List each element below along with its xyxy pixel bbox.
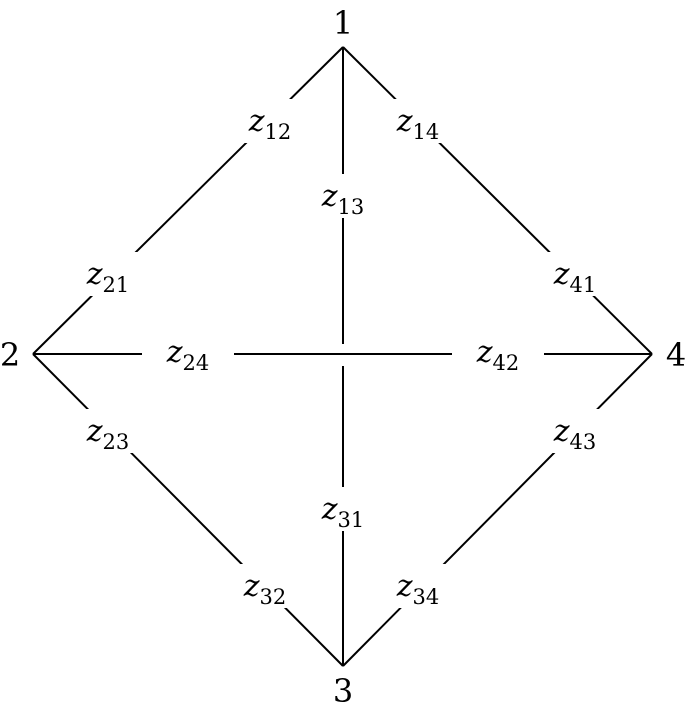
edge-label-z23: z23 — [86, 414, 130, 454]
node-label-4: 4 — [666, 336, 685, 374]
edge-label-subscript: 31 — [338, 508, 365, 532]
edge-label-variable: z — [248, 104, 265, 139]
edge-1-2 — [32, 46, 344, 355]
edge-label-z32: z32 — [243, 569, 287, 609]
edge-label-variable: z — [321, 492, 338, 527]
node-label-3: 3 — [333, 672, 353, 710]
edge-label-z41: z41 — [553, 257, 597, 297]
edge-label-subscript: 32 — [260, 585, 287, 609]
edge-label-z14: z14 — [396, 104, 440, 144]
edge-label-z13: z13 — [321, 179, 365, 219]
edge-label-variable: z — [86, 414, 103, 449]
edge-label-variable: z — [86, 257, 103, 292]
edge-label-subscript: 23 — [103, 430, 130, 454]
node-label-1: 1 — [333, 4, 353, 42]
edge-label-z21: z21 — [86, 257, 130, 297]
edge-label-z31: z31 — [321, 492, 365, 532]
edge-label-subscript: 43 — [570, 430, 597, 454]
edge-label-z42: z42 — [476, 335, 520, 375]
edge-label-subscript: 12 — [265, 120, 292, 144]
edge-label-subscript: 42 — [493, 351, 520, 375]
edge-label-variable: z — [553, 257, 570, 292]
edge-label-subscript: 41 — [570, 273, 597, 297]
edge-label-variable: z — [396, 104, 413, 139]
edge-label-z12: z12 — [248, 104, 292, 144]
edge-label-variable: z — [553, 414, 570, 449]
edge-2-3 — [32, 353, 344, 667]
edge-label-variable: z — [476, 335, 493, 370]
node-label-2: 2 — [0, 336, 20, 374]
edge-label-subscript: 13 — [338, 195, 365, 219]
edge-label-z24: z24 — [166, 335, 210, 375]
edge-label-subscript: 21 — [103, 273, 130, 297]
edge-label-subscript: 34 — [413, 585, 440, 609]
edges-layer — [32, 46, 653, 667]
edge-label-subscript: 24 — [183, 351, 210, 375]
edge-label-variable: z — [396, 569, 413, 604]
edge-label-z34: z34 — [396, 569, 440, 609]
edge-label-variable: z — [243, 569, 260, 604]
edge-label-subscript: 14 — [413, 120, 440, 144]
edge-label-z43: z43 — [553, 414, 597, 454]
edge-1-4 — [342, 46, 653, 355]
edge-label-variable: z — [166, 335, 183, 370]
edge-label-variable: z — [321, 179, 338, 214]
edge-3-4 — [342, 353, 653, 667]
